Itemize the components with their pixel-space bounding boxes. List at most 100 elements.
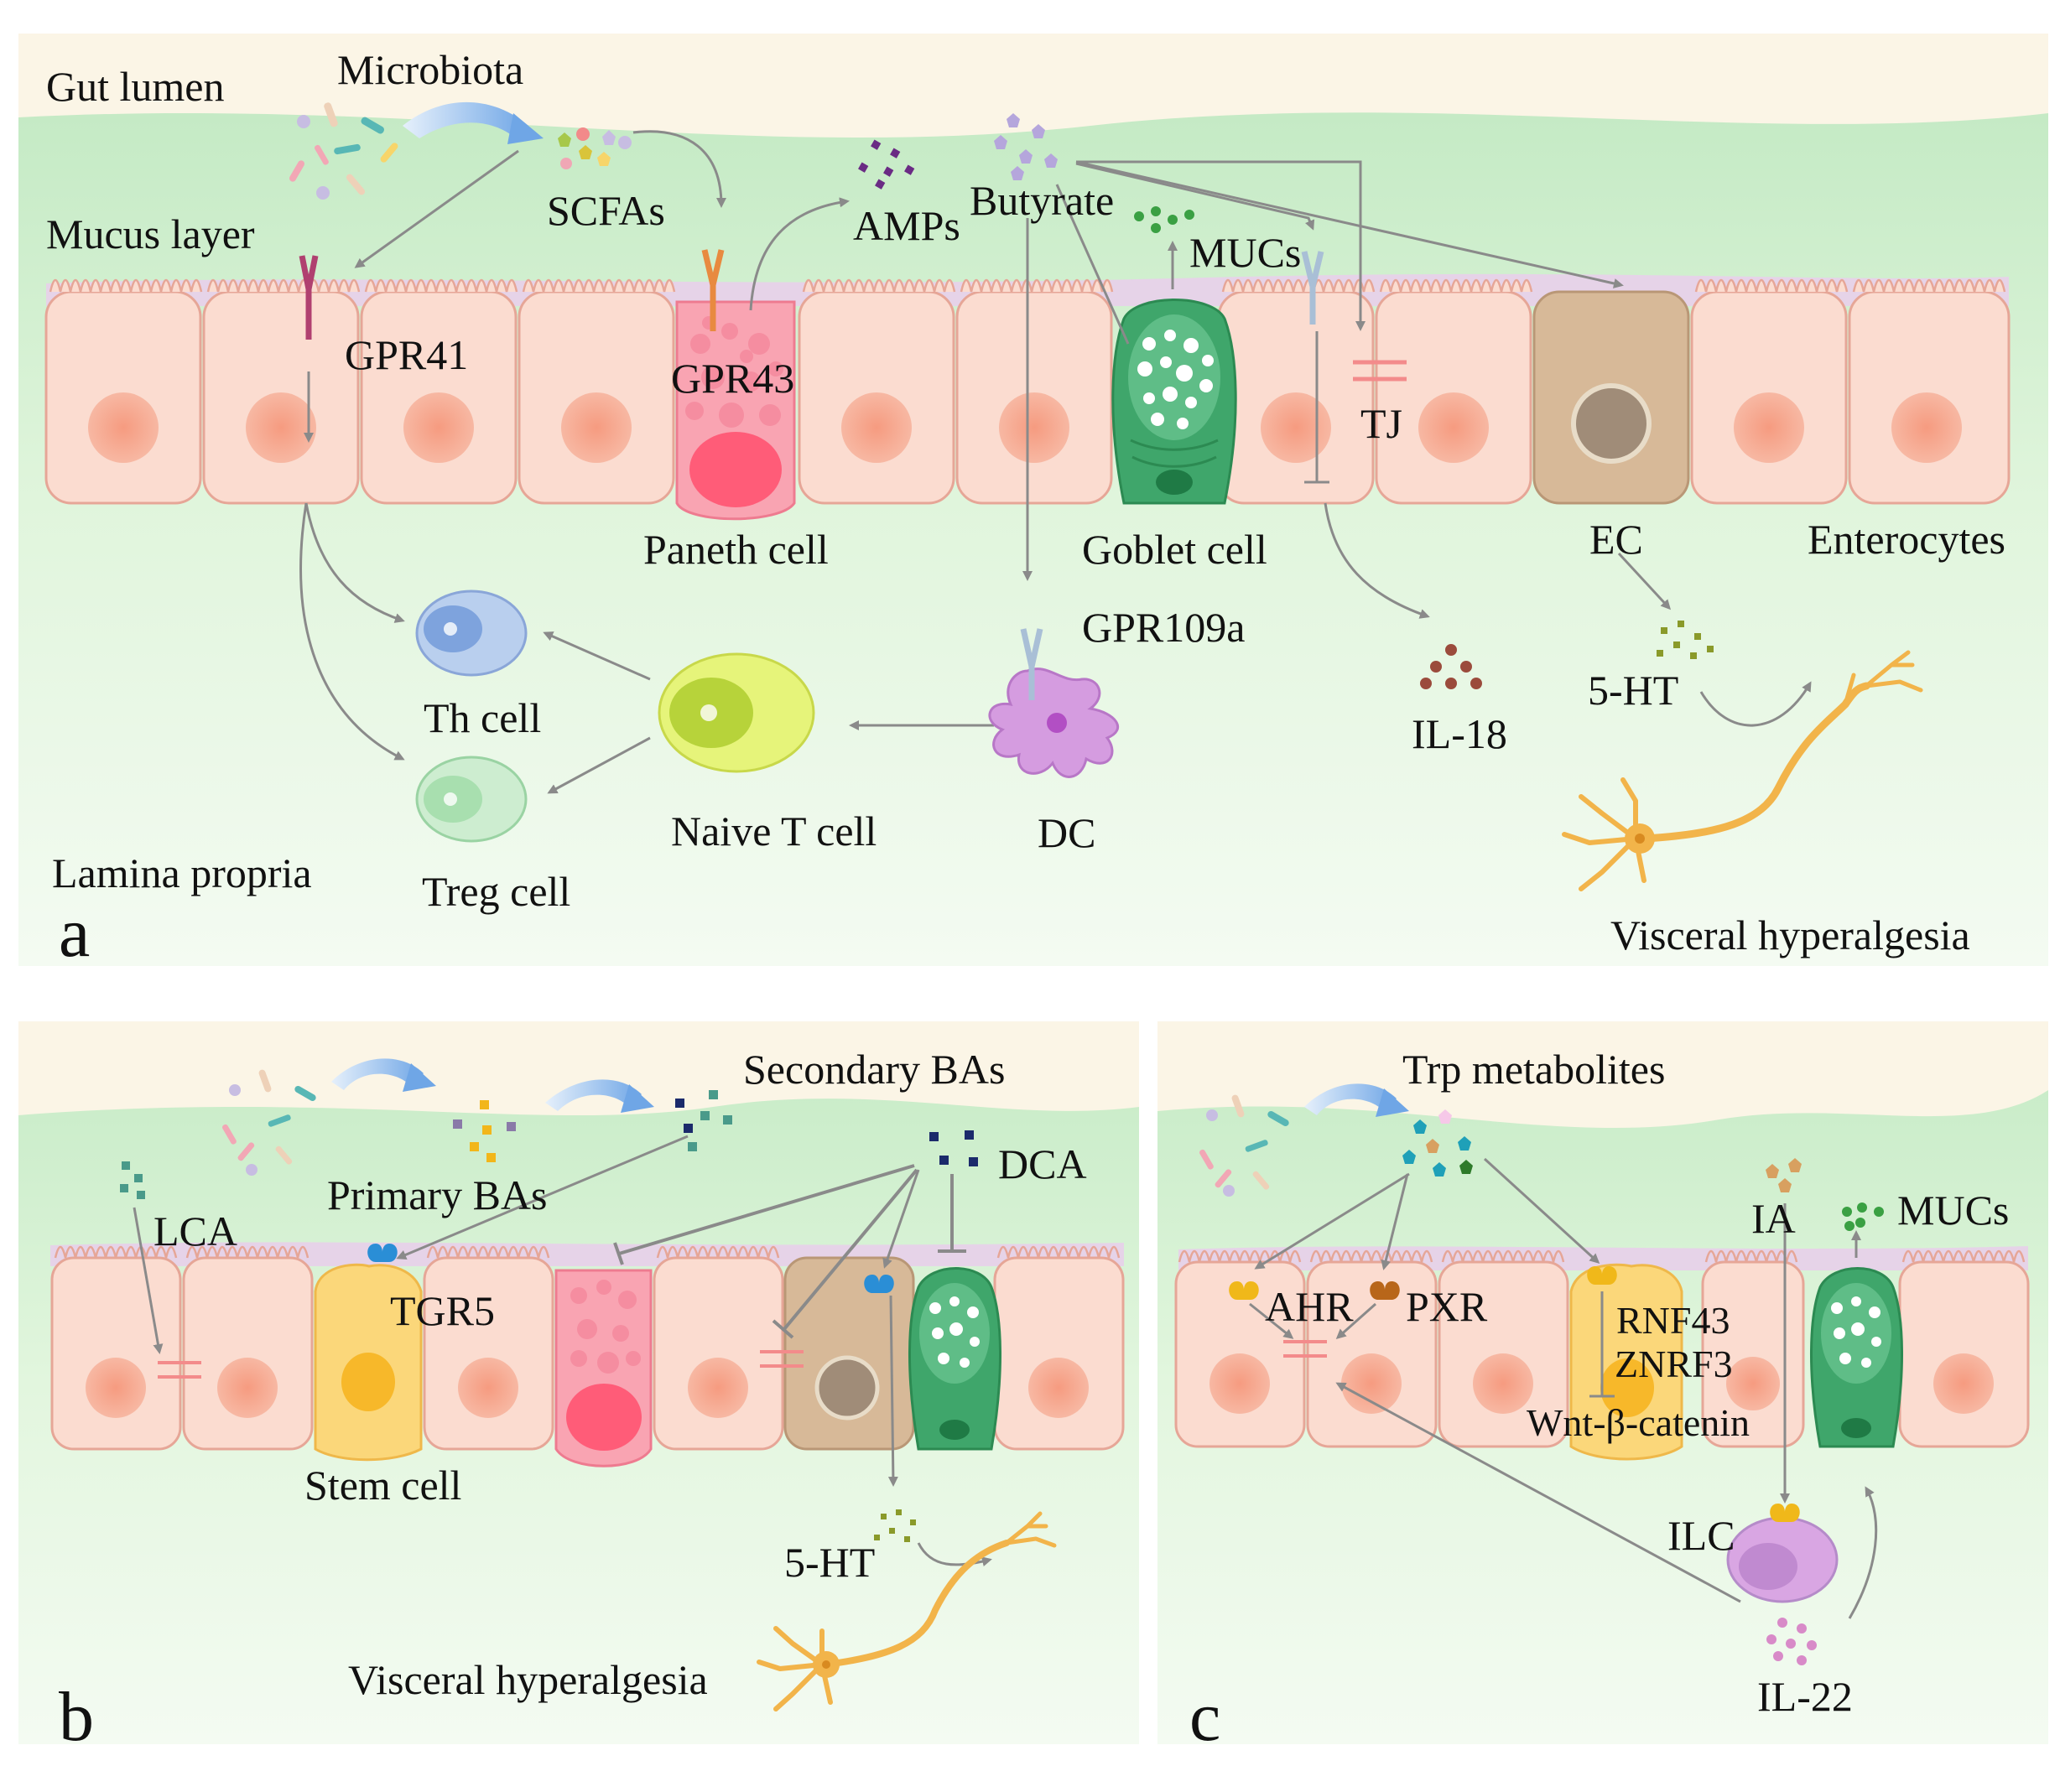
tj-icon — [1353, 360, 1407, 382]
label-5ht-b: 5-HT — [784, 1539, 875, 1586]
gpr41-receptor — [299, 255, 319, 340]
label-ilc: ILC — [1667, 1512, 1735, 1559]
pathway-arrows-b — [133, 1135, 992, 1567]
label-treg-cell: Treg cell — [422, 868, 570, 915]
naive-t-cell — [658, 652, 815, 773]
dendritic-cell — [988, 628, 1119, 778]
trp-metabolites-icon — [1402, 1109, 1473, 1176]
label-scfas: SCFAs — [547, 187, 665, 234]
microbiota-icon-b — [221, 1069, 316, 1176]
panel-letter-b: b — [59, 1678, 94, 1756]
th-cell — [415, 590, 528, 677]
label-lamina-propria: Lamina propria — [52, 849, 312, 896]
label-mucus-layer: Mucus layer — [46, 210, 255, 257]
gut-lumen-area — [18, 34, 2048, 138]
label-secondary-bas: Secondary BAs — [743, 1046, 1005, 1093]
blue-arrow-icon-b2 — [545, 1079, 642, 1111]
ilc-cell — [1726, 1504, 1839, 1603]
goblet-cell-c — [1810, 1267, 1903, 1448]
microbiota-icon-c — [1199, 1094, 1289, 1197]
label-naive-t-cell: Naive T cell — [671, 808, 877, 854]
stem-cell-c — [1569, 1263, 1683, 1461]
label-gpr41: GPR41 — [345, 331, 468, 378]
inhibit-line-c — [1589, 1291, 1615, 1398]
pathway-arrows-a — [299, 130, 1812, 794]
gpr43-receptor — [701, 249, 725, 331]
label-mucs-c: MUCs — [1897, 1187, 2009, 1234]
panel-letter-a: a — [59, 894, 90, 972]
label-visceral-hyperalgesia-a: Visceral hyperalgesia — [1610, 912, 1970, 958]
paneth-cell-a — [675, 300, 796, 521]
inhibit-lines-b — [613, 1164, 966, 1339]
microbiota-icon — [289, 102, 398, 200]
tj-icon-c — [1283, 1340, 1327, 1358]
label-goblet-cell: Goblet cell — [1082, 526, 1267, 573]
panel-letter-c: c — [1189, 1678, 1220, 1756]
label-gut-lumen: Gut lumen — [46, 63, 224, 110]
blue-arrow-head-c — [1376, 1088, 1409, 1117]
label-lca: LCA — [153, 1208, 237, 1254]
label-pxr: PXR — [1406, 1283, 1488, 1330]
label-microbiota: Microbiota — [337, 46, 523, 93]
goblet-cell-b — [908, 1267, 1002, 1451]
neuron-icon — [1562, 650, 1923, 891]
amps-icon — [858, 139, 915, 190]
label-enterocytes: Enterocytes — [1808, 516, 2005, 563]
rnf43-receptor-icon — [1587, 1266, 1617, 1285]
label-mucs: MUCs — [1189, 229, 1301, 276]
receptor-icon — [1301, 251, 1324, 325]
label-dc: DC — [1038, 809, 1095, 856]
label-gpr43: GPR43 — [671, 355, 794, 402]
label-5ht-a: 5-HT — [1588, 667, 1678, 714]
label-rnf43: RNF43 — [1616, 1299, 1730, 1342]
label-dca: DCA — [998, 1140, 1087, 1187]
treg-cell — [415, 756, 528, 843]
label-znrf3: ZNRF3 — [1615, 1343, 1733, 1385]
label-amps: AMPs — [853, 202, 960, 249]
blue-arrow-icon-c — [1304, 1083, 1397, 1115]
blue-arrow-icon-b1 — [331, 1058, 424, 1090]
inhibit-line — [1304, 331, 1329, 484]
label-visceral-hyperalgesia-b: Visceral hyperalgesia — [348, 1656, 708, 1703]
mucs-icon-c — [1842, 1202, 1884, 1231]
neuron-icon-b — [757, 1511, 1057, 1711]
label-ahr: AHR — [1265, 1283, 1354, 1330]
label-trp-metabolites: Trp metabolites — [1402, 1046, 1665, 1093]
ahr-receptor-icon — [1229, 1281, 1259, 1300]
secondary-bas-icon — [675, 1090, 732, 1151]
panel-c: Trp metabolites IA MUCs AHR PXR RNF43 ZN… — [1157, 1021, 2048, 1756]
primary-bas-icon — [453, 1100, 516, 1162]
blue-arrow-head-b2 — [621, 1084, 654, 1113]
serotonin-icon — [1657, 621, 1714, 659]
label-tj: TJ — [1360, 400, 1402, 447]
label-wnt-beta-catenin: Wnt-β-catenin — [1527, 1401, 1750, 1444]
scfas-icon — [558, 127, 632, 169]
panel-a: Gut lumen Microbiota Mucus layer SCFAs A… — [18, 34, 2048, 972]
paneth-cell-b — [554, 1269, 653, 1467]
blue-arrow-head-icon — [507, 113, 544, 144]
label-paneth-cell: Paneth cell — [643, 526, 829, 573]
il22-icon — [1766, 1618, 1817, 1665]
lca-icon — [120, 1161, 145, 1199]
pathway-arrows-c — [1249, 1157, 1878, 1619]
label-il18: IL-18 — [1412, 710, 1507, 757]
tgr5-receptor-icon — [367, 1244, 894, 1293]
label-th-cell: Th cell — [424, 694, 541, 741]
label-il22: IL-22 — [1757, 1673, 1853, 1720]
ia-icon — [1766, 1158, 1802, 1192]
label-ia: IA — [1751, 1195, 1796, 1242]
ec-cell-a — [1532, 290, 1690, 505]
panel-b: Secondary BAs DCA Primary BAs LCA TGR5 S… — [18, 1021, 1139, 1756]
label-primary-bas: Primary BAs — [327, 1171, 548, 1218]
tj-icon-b — [158, 1350, 804, 1379]
blue-arrow-head-b1 — [403, 1063, 436, 1092]
dca-icon — [929, 1130, 978, 1166]
epithelium-row-c — [1174, 1249, 2030, 1461]
label-stem-cell: Stem cell — [304, 1462, 461, 1509]
butyrate-icon — [994, 113, 1058, 180]
stem-cell — [314, 1263, 423, 1462]
epithelium-row-b — [50, 1244, 1125, 1467]
blue-arrow-icon — [403, 101, 528, 138]
il18-icon — [1420, 644, 1482, 689]
